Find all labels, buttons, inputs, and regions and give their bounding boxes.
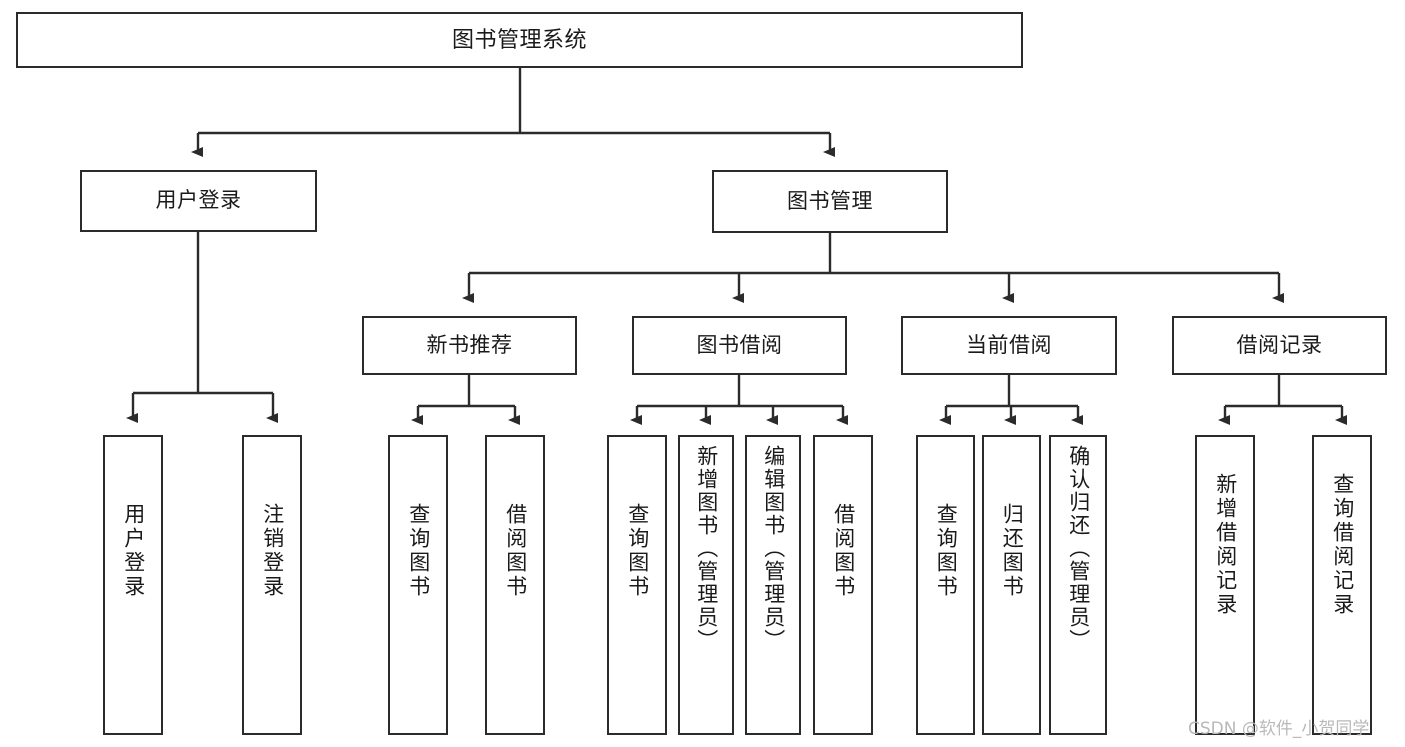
node-label: 图书管理 — [787, 189, 873, 213]
node-label: 查询图书 — [934, 503, 958, 599]
node-label: 编辑图书（管理员） — [761, 445, 785, 652]
node-label: 注销登录 — [260, 503, 284, 599]
node-label: 确认归还（管理员） — [1066, 445, 1090, 652]
leaf-query-book-borrow[interactable]: 查询图书 — [607, 435, 667, 735]
leaf-return-book[interactable]: 归还图书 — [982, 435, 1041, 735]
node-label: 用户登录 — [121, 503, 145, 599]
leaf-borrow-book[interactable]: 借阅图书 — [813, 435, 873, 735]
node-user-login[interactable]: 用户登录 — [80, 170, 317, 232]
node-label: 当前借阅 — [966, 333, 1052, 357]
node-label: 查询图书 — [406, 503, 430, 599]
node-borrow-record[interactable]: 借阅记录 — [1172, 316, 1387, 375]
node-book-borrow[interactable]: 图书借阅 — [632, 316, 847, 375]
node-label: 查询图书 — [625, 503, 649, 599]
node-label: 借阅图书 — [503, 503, 527, 599]
node-label: 借阅图书 — [831, 503, 855, 599]
node-label: 新书推荐 — [426, 333, 513, 357]
node-root-book-management-system[interactable]: 图书管理系统 — [16, 12, 1023, 68]
leaf-query-borrow-record[interactable]: 查询借阅记录 — [1312, 435, 1372, 735]
node-label: 图书管理系统 — [451, 26, 587, 52]
node-label: 归还图书 — [1000, 503, 1024, 599]
leaf-edit-book-admin[interactable]: 编辑图书（管理员） — [745, 435, 801, 735]
leaf-query-book-current[interactable]: 查询图书 — [916, 435, 975, 735]
leaf-query-book-newbook[interactable]: 查询图书 — [388, 435, 448, 735]
node-label: 用户登录 — [155, 189, 242, 213]
node-label: 新增图书（管理员） — [694, 445, 718, 652]
node-label: 新增借阅记录 — [1213, 473, 1237, 617]
leaf-confirm-return-admin[interactable]: 确认归还（管理员） — [1049, 435, 1107, 735]
csdn-watermark: CSDN @软件_小贺同学 — [1188, 719, 1370, 739]
node-label: 借阅记录 — [1236, 333, 1323, 357]
leaf-add-book-admin[interactable]: 新增图书（管理员） — [678, 435, 734, 735]
leaf-user-login[interactable]: 用户登录 — [103, 435, 163, 735]
leaf-add-borrow-record[interactable]: 新增借阅记录 — [1195, 435, 1255, 735]
node-label: 查询借阅记录 — [1330, 473, 1354, 617]
leaf-borrow-book-newbook[interactable]: 借阅图书 — [485, 435, 545, 735]
node-label: 图书借阅 — [696, 333, 783, 357]
leaf-logout[interactable]: 注销登录 — [242, 435, 302, 735]
node-current-borrow[interactable]: 当前借阅 — [901, 316, 1117, 375]
node-new-book-recommend[interactable]: 新书推荐 — [362, 316, 577, 375]
node-book-management[interactable]: 图书管理 — [712, 170, 948, 233]
